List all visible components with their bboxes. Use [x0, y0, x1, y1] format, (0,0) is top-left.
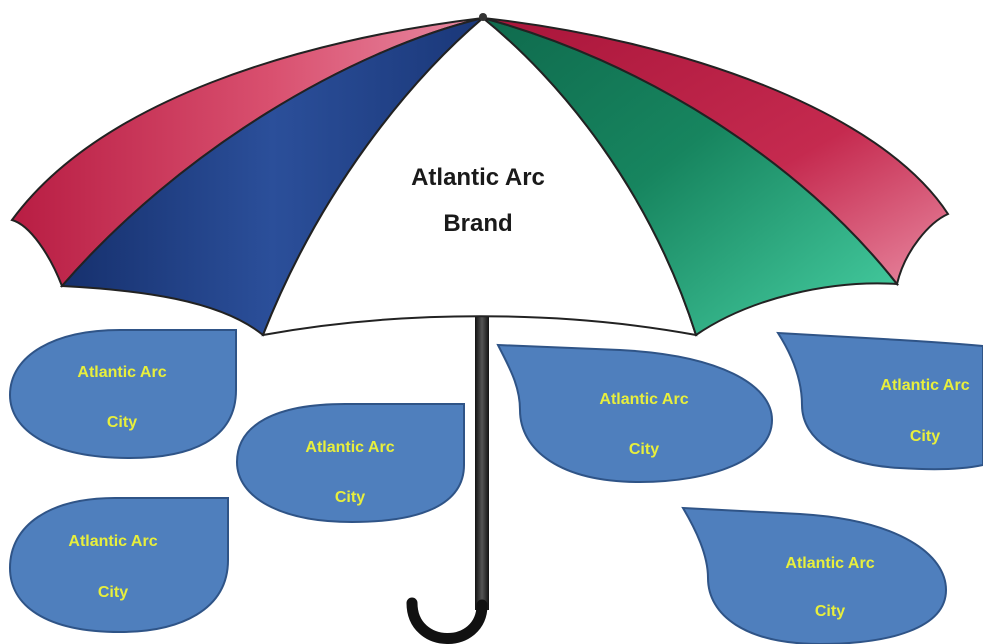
- city-drop: Atlantic Arc City: [8, 329, 237, 460]
- city-drop-line1: Atlantic Arc: [880, 377, 969, 394]
- umbrella-handle: [406, 300, 489, 644]
- canopy-panel-red-right: [482, 17, 950, 287]
- city-drop: Atlantic Arc City: [776, 331, 983, 471]
- city-drop-line2: City: [629, 441, 659, 458]
- city-drop-line1: Atlantic Arc: [599, 391, 688, 408]
- city-drop: Atlantic Arc City: [681, 506, 948, 644]
- city-drop-line2: City: [815, 603, 845, 620]
- city-drop-line1: Atlantic Arc: [68, 533, 157, 550]
- brand-title-line1: Atlantic Arc: [411, 164, 545, 191]
- umbrella-tip: [479, 13, 487, 21]
- brand-title-line2: Brand: [443, 210, 512, 237]
- umbrella-canopy: [10, 13, 950, 337]
- city-drop-line2: City: [335, 489, 365, 506]
- city-drop: Atlantic Arc City: [235, 403, 465, 524]
- city-drop: Atlantic Arc City: [8, 497, 229, 634]
- city-drop-line2: City: [910, 428, 940, 445]
- city-drop-line1: Atlantic Arc: [785, 555, 874, 572]
- city-drop-line1: Atlantic Arc: [77, 364, 166, 381]
- city-drop-line2: City: [98, 584, 128, 601]
- city-drop-line1: Atlantic Arc: [305, 439, 394, 456]
- city-drop: Atlantic Arc City: [496, 343, 774, 484]
- city-drop-line2: City: [107, 414, 137, 431]
